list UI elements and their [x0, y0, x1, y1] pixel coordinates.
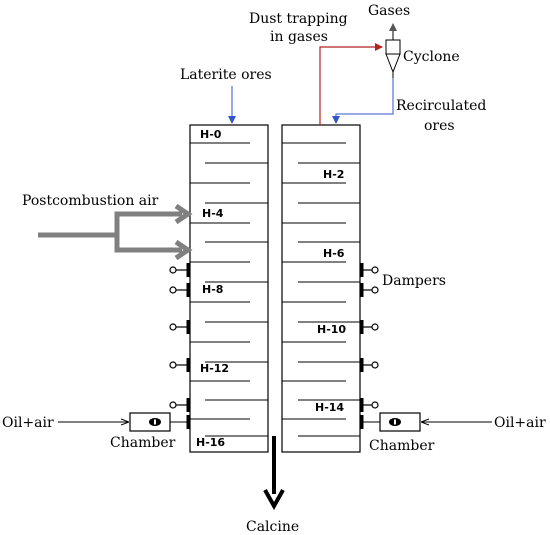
damper-left-5: [169, 398, 190, 412]
damper-left-4: [169, 358, 190, 372]
damper-right-2: [360, 283, 379, 297]
hearth-label-h4: H-4: [202, 207, 224, 220]
hearth-label-h16: H-16: [196, 436, 225, 449]
right-hearth-shelves: [298, 162, 360, 437]
hearth-label-h14: H-14: [315, 401, 344, 414]
oil-air-right-label: Oil+air: [494, 415, 546, 431]
dampers-label: Dampers: [382, 273, 446, 289]
cyclone-label: Cyclone: [403, 49, 460, 65]
dust-trapping-label-line2: in gases: [270, 29, 328, 45]
chamber-right-label: Chamber: [369, 438, 435, 454]
postcombustion-air-label: Postcombustion air: [22, 193, 159, 209]
recirculated-label-line1: Recirculated: [396, 98, 486, 114]
damper-left-2: [169, 283, 190, 297]
dust-gas-line: [319, 43, 383, 125]
damper-right-3: [360, 320, 379, 334]
right-dampers: [360, 263, 379, 412]
left-hearth-shelves: [190, 142, 250, 420]
damper-right-5: [360, 398, 379, 412]
oil-air-left-label: Oil+air: [2, 415, 54, 431]
cyclone-icon: [385, 23, 401, 78]
furnace-right-column: [281, 124, 361, 453]
gases-label: Gases: [368, 3, 410, 19]
damper-right-4: [360, 358, 379, 372]
calcine-arrow: [263, 436, 285, 511]
dust-trapping-label-line1: Dust trapping: [249, 11, 348, 27]
chamber-left-label: Chamber: [110, 435, 176, 451]
calcine-label: Calcine: [246, 519, 299, 535]
hearth-label-h8: H-8: [202, 283, 223, 296]
hearth-label-h10: H-10: [317, 323, 346, 336]
laterite-ores-label: Laterite ores: [180, 67, 272, 83]
recirculated-label-line2: ores: [424, 118, 455, 134]
hearth-label-h2: H-2: [323, 168, 344, 181]
postcombustion-air-arrow: [38, 203, 193, 261]
damper-left-1: [169, 263, 190, 277]
hearth-label-h6: H-6: [323, 247, 345, 260]
damper-right-1: [360, 263, 379, 277]
hearth-label-h0: H-0: [200, 128, 222, 141]
left-dampers: [169, 263, 190, 412]
center-hearth-shelves: [205, 142, 346, 437]
recirculation-line: [332, 78, 394, 124]
left-combustion-chamber: [129, 412, 190, 432]
hearth-label-h12: H-12: [200, 362, 229, 375]
right-combustion-chamber: [360, 412, 421, 432]
damper-left-3: [169, 320, 190, 334]
furnace-left-column: [189, 124, 269, 453]
